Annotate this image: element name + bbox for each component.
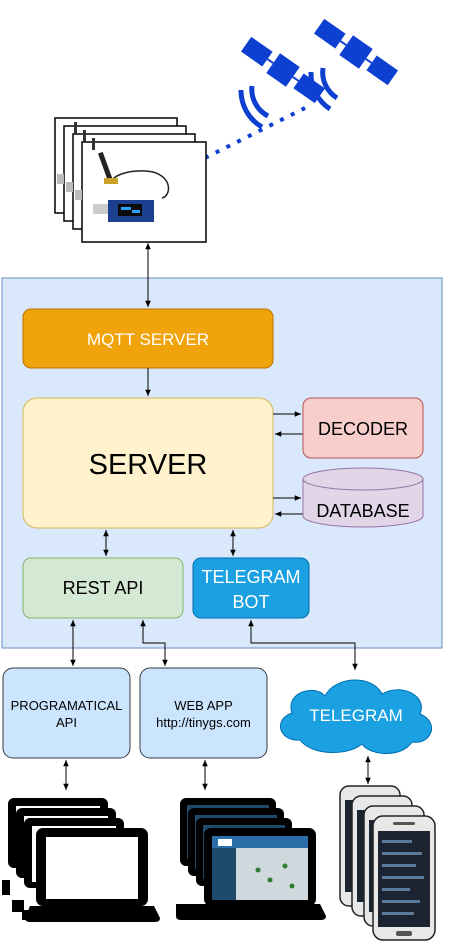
programatical-api-label-line1: PROGRAMATICAL — [11, 698, 123, 713]
connector-restapi-webapp — [140, 620, 168, 666]
laptop-icon — [176, 798, 326, 920]
web-app-label-line1: WEB APP — [174, 698, 233, 713]
rest-api-box: REST API — [22, 557, 184, 619]
rest-api-label: REST API — [63, 578, 144, 598]
telegram-bot-label-line2: BOT — [232, 592, 269, 612]
mqtt-server-box: MQTT SERVER — [22, 308, 274, 369]
decoder-label: DECODER — [318, 419, 408, 439]
web-app-box: WEB APP http://tinygs.com — [139, 667, 268, 759]
decoder-box: DECODER — [302, 397, 424, 459]
telegram-label: TELEGRAM — [309, 706, 403, 725]
web-app-url-label: http://tinygs.com — [156, 715, 251, 730]
database-cylinder: DATABASE — [302, 467, 424, 528]
telegram-cloud: TELEGRAM — [280, 679, 432, 754]
telegram-bot-box: TELEGRAM BOT — [192, 557, 310, 619]
smartphone-icon — [339, 785, 436, 941]
database-label: DATABASE — [316, 501, 409, 521]
mqtt-server-label: MQTT SERVER — [87, 330, 209, 349]
programatical-api-label-line2: API — [56, 715, 77, 730]
telegram-bot-label-line1: TELEGRAM — [201, 567, 300, 587]
connector-telegrambot-telegram — [248, 620, 358, 670]
programatical-api-box: PROGRAMATICAL API — [2, 667, 131, 759]
ground-station-photo-icon — [54, 117, 207, 243]
satellite-icon — [204, 18, 399, 160]
server-box: SERVER — [22, 397, 274, 529]
server-label: SERVER — [89, 449, 208, 481]
laptop-icon — [2, 798, 160, 922]
